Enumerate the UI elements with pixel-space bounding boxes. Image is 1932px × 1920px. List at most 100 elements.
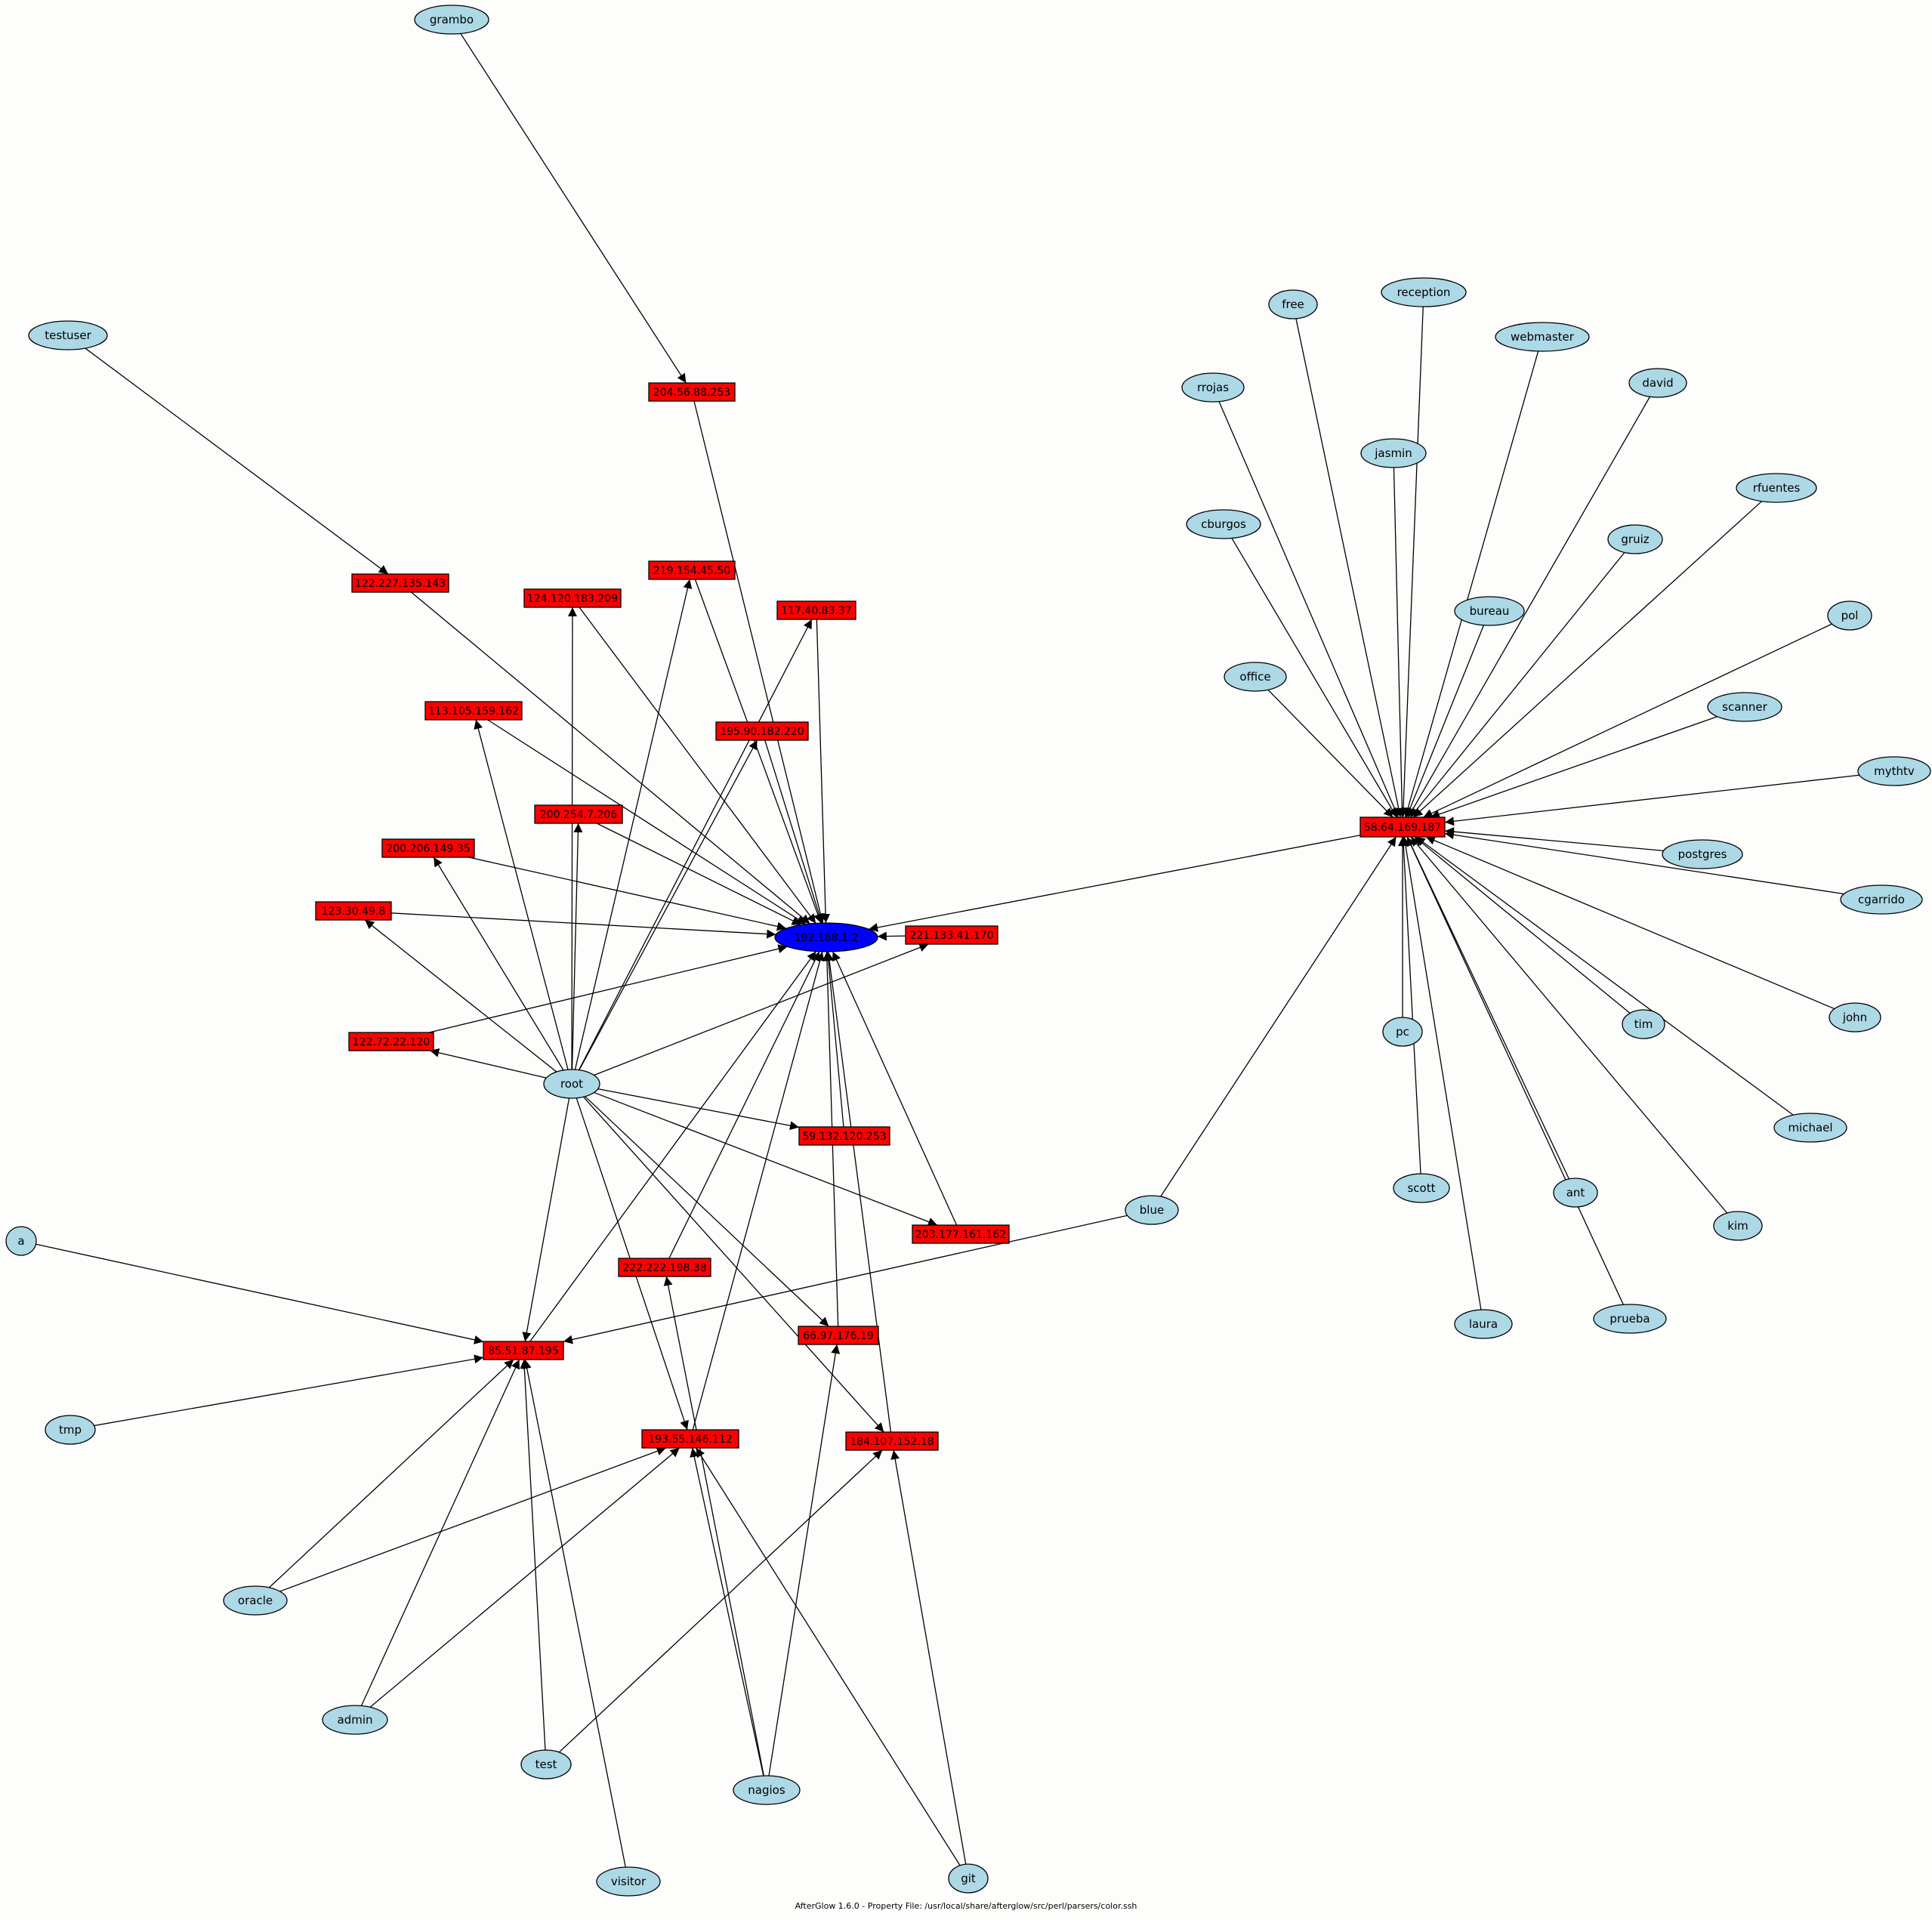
node-ant[interactable]: ant [1553, 1178, 1598, 1208]
node-cgarrido[interactable]: cgarrido [1840, 884, 1923, 915]
node-webmaster[interactable]: webmaster [1495, 322, 1590, 352]
node-reception[interactable]: reception [1381, 277, 1467, 307]
node-85-51-87-195[interactable]: 85.51.87.195 [483, 1341, 564, 1360]
node-rrojas[interactable]: rrojas [1181, 372, 1245, 403]
node-shape-git [948, 1863, 989, 1894]
node-shape-laura [1454, 1309, 1513, 1339]
node-label-free: free [1282, 298, 1304, 311]
node-a[interactable]: a [5, 1226, 37, 1256]
node-bureau[interactable]: bureau [1454, 596, 1525, 626]
node-193-55-146-112[interactable]: 193.55.146.112 [641, 1429, 739, 1449]
node-222-222-198-38[interactable]: 222.222.198.38 [618, 1258, 711, 1277]
node-testuser[interactable]: testuser [28, 320, 108, 350]
node-shape-oracle [223, 1585, 288, 1616]
edge-nagios-to-222-222-198-38 [663, 1276, 764, 1776]
node-shape-gruiz [1607, 524, 1663, 554]
node-113-105-159-162[interactable]: 113.105.159.162 [424, 701, 523, 721]
node-visitor[interactable]: visitor [596, 1866, 661, 1897]
node-124-120-183-209[interactable]: 124.120.183.209 [523, 588, 622, 608]
node-blue[interactable]: blue [1125, 1195, 1179, 1225]
node-tim[interactable]: tim [1622, 1009, 1665, 1039]
edge-admin-to-193-55-146-112 [369, 1447, 681, 1708]
node-shape-nagios [733, 1775, 801, 1805]
node-mythtv[interactable]: mythtv [1857, 756, 1931, 786]
node-shape-prueba [1593, 1304, 1667, 1334]
node-scanner[interactable]: scanner [1707, 692, 1782, 722]
node-prueba[interactable]: prueba [1593, 1304, 1667, 1334]
node-shape-reception [1381, 277, 1467, 307]
node-john[interactable]: john [1829, 1002, 1881, 1033]
node-66-97-176-19[interactable]: 66.97.176.19 [798, 1326, 879, 1345]
node-200-254-7-206[interactable]: 200.254.7.206 [534, 804, 623, 824]
node-david[interactable]: david [1628, 368, 1687, 398]
node-label-blue: blue [1140, 1203, 1164, 1217]
edge-pol-to-58-64-169-187 [1423, 623, 1832, 818]
node-59-132-120-253[interactable]: 59.132.120.253 [798, 1126, 890, 1146]
edge-oracle-to-85-51-87-195 [268, 1359, 514, 1588]
node-admin[interactable]: admin [322, 1705, 388, 1735]
node-shape-cburgos [1186, 509, 1261, 539]
edge-root-to-66-97-176-19 [585, 1096, 829, 1327]
node-label-tim: tim [1634, 1017, 1653, 1031]
node-200-206-149-35[interactable]: 200.206.149.35 [381, 838, 475, 858]
node-nagios[interactable]: nagios [733, 1775, 801, 1805]
edge-free-to-58-64-169-187 [1295, 318, 1403, 818]
nodes-layer: 192.168.1.2 58.64.169.187 204.56.88.253 122… [5, 5, 1931, 1897]
edge-root-to-59-132-120-253 [597, 1088, 800, 1131]
node-195-90-182-220[interactable]: 195.90.182.220 [715, 721, 809, 741]
node-203-177-161-162[interactable]: 203.177.161.162 [912, 1224, 1010, 1244]
node-184-107-152-18[interactable]: 184.107.152.18 [845, 1431, 939, 1451]
node-label-rrojas: rrojas [1197, 381, 1229, 394]
node-gruiz[interactable]: gruiz [1607, 524, 1663, 554]
node-label-gruiz: gruiz [1621, 532, 1649, 546]
node-kim[interactable]: kim [1713, 1211, 1763, 1241]
node-label-kim: kim [1727, 1219, 1748, 1233]
node-test[interactable]: test [520, 1749, 572, 1780]
node-123-30-49-8[interactable]: 123.30.49.8 [315, 901, 392, 921]
node-office[interactable]: office [1224, 662, 1287, 692]
node-label-postgres: postgres [1678, 847, 1727, 861]
node-label-office: office [1239, 670, 1270, 684]
node-scott[interactable]: scott [1393, 1173, 1450, 1203]
node-204-56-88-253[interactable]: 204.56.88.253 [648, 382, 736, 402]
node-shape-a [5, 1226, 37, 1256]
node-219-154-45-50[interactable]: 219.154.45.50 [648, 560, 736, 580]
node-58-64-169-187[interactable]: 58.64.169.187 [1359, 816, 1446, 838]
node-shape-david [1628, 368, 1687, 398]
node-221-133-41-170[interactable]: 221.133.41.170 [905, 925, 998, 945]
node-label-193-55-146-112: 193.55.146.112 [648, 1434, 732, 1446]
node-git[interactable]: git [948, 1863, 989, 1894]
node-michael[interactable]: michael [1773, 1113, 1847, 1143]
edge-nagios-to-66-97-176-19 [768, 1344, 841, 1776]
node-jasmin[interactable]: jasmin [1360, 438, 1427, 468]
node-tmp[interactable]: tmp [45, 1415, 96, 1445]
node-shape-scanner [1707, 692, 1782, 722]
edge-200-206-149-35-to-192-168-1-2 [468, 857, 787, 931]
node-shape-visitor [596, 1866, 661, 1897]
node-cburgos[interactable]: cburgos [1186, 509, 1261, 539]
node-postgres[interactable]: postgres [1662, 839, 1743, 869]
edge-scott-to-58-64-169-187 [1399, 836, 1421, 1175]
node-label-117-40-83-37: 117.40.83.37 [781, 605, 852, 617]
edge-test-to-184-107-152-18 [558, 1449, 883, 1753]
node-pc[interactable]: pc [1382, 1017, 1423, 1047]
node-shape-pc [1382, 1017, 1423, 1047]
node-192-168-1-2[interactable]: 192.168.1.2 [774, 922, 878, 952]
node-free[interactable]: free [1268, 289, 1318, 319]
edge-221-133-41-170-to-192-168-1-2 [877, 931, 906, 941]
node-oracle[interactable]: oracle [223, 1585, 288, 1616]
node-rfuentes[interactable]: rfuentes [1736, 473, 1817, 503]
node-122-227-135-143[interactable]: 122.227.135.143 [351, 573, 449, 593]
node-117-40-83-37[interactable]: 117.40.83.37 [776, 600, 856, 620]
node-label-204-56-88-253: 204.56.88.253 [653, 387, 730, 399]
node-label-jasmin: jasmin [1374, 446, 1412, 460]
node-pol[interactable]: pol [1827, 600, 1872, 631]
node-root[interactable]: root [543, 1069, 600, 1099]
edge-cgarrido-to-58-64-169-187 [1444, 830, 1844, 895]
edge-59-132-120-253-to-192-168-1-2 [823, 951, 844, 1128]
node-grambo[interactable]: grambo [414, 5, 489, 35]
node-122-72-22-120[interactable]: 122.72.22.120 [348, 1032, 434, 1051]
node-laura[interactable]: laura [1454, 1309, 1513, 1339]
edge-root-to-200-206-149-35 [433, 857, 564, 1071]
